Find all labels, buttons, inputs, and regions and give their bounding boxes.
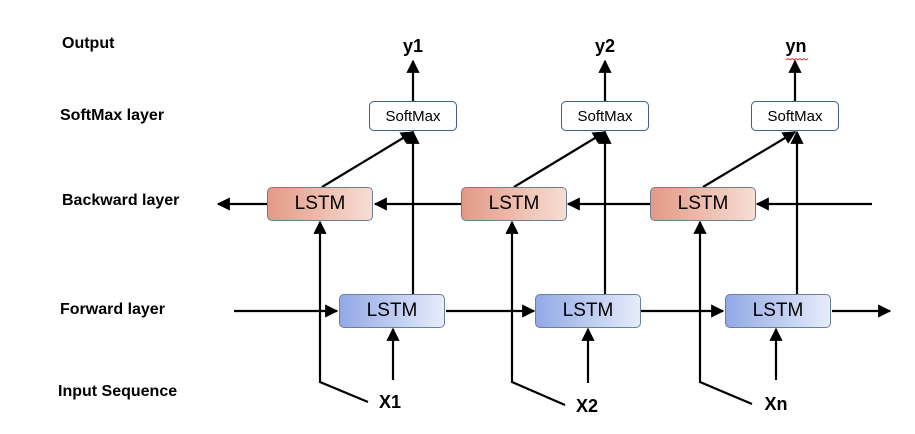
output-label-yn: yn [785, 36, 807, 56]
arrow-x2-to-back2 [505, 220, 566, 407]
input-label-x1: X1 [378, 392, 402, 412]
backward-lstm-1: LSTM [267, 187, 373, 221]
softmax-box-3: SoftMax [751, 101, 839, 131]
softmax-row-label: SoftMax layer [60, 107, 165, 124]
forward-lstm-2: LSTM [535, 294, 641, 328]
spellcheck-underline [786, 58, 808, 61]
arrow-back1-to-softmax1 [321, 131, 415, 188]
input-label-xn: Xn [764, 394, 788, 414]
input-row-label: Input Sequence [58, 383, 178, 400]
backward-lstm-3: LSTM [650, 187, 756, 221]
softmax-box-2: SoftMax [561, 101, 649, 131]
backward-lstm-2: LSTM [461, 187, 567, 221]
backward-row-label: Backward layer [62, 192, 180, 209]
arrow-back2-to-softmax2 [513, 131, 607, 188]
output-row-label: Output [62, 35, 115, 52]
output-label-y2: y2 [594, 36, 616, 56]
input-label-x2: X2 [575, 396, 599, 416]
forward-row-label: Forward layer [60, 301, 165, 318]
arrow-xn-to-back3 [693, 220, 753, 406]
output-label-y1: y1 [402, 36, 424, 56]
forward-lstm-1: LSTM [339, 294, 445, 328]
arrow-back3-to-softmax3 [702, 131, 797, 188]
arrow-x1-to-back1 [313, 220, 369, 404]
softmax-box-1: SoftMax [369, 101, 457, 131]
forward-lstm-3: LSTM [725, 294, 831, 328]
